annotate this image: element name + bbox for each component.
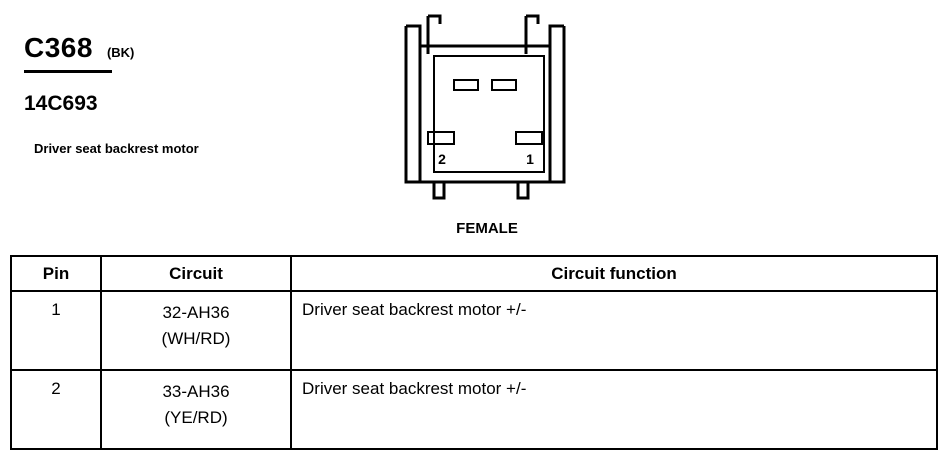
function-cell: Driver seat backrest motor +/- [290,290,938,371]
title-underline [24,70,112,73]
header-circuit-function: Circuit function [290,255,938,292]
circuit-number: 33-AH36 [162,382,230,401]
table-header-row: Pin Circuit Circuit function [10,255,938,292]
right-latch [548,24,566,184]
connector-body [433,55,545,173]
wire-color: (WH/RD) [161,329,231,348]
pinout-table: Pin Circuit Circuit function 1 32-AH36 (… [10,255,938,450]
top-cavity-left [453,79,479,91]
circuit-number: 32-AH36 [162,303,230,322]
cavity-label-1: 1 [526,151,534,167]
terminal-leg-left [432,182,446,200]
wire-color: (YE/RD) [164,408,228,427]
terminal-leg-right [516,182,530,200]
circuit-cell: 32-AH36 (WH/RD) [100,290,292,371]
left-latch [404,24,422,184]
table-row: 2 33-AH36 (YE/RD) Driver seat backrest m… [10,369,938,450]
connector-housing [418,44,552,184]
pin-cavity-2 [427,131,455,145]
connector-code: C368 [24,32,93,63]
connector-description: Driver seat backrest motor [34,141,199,156]
right-latch-hook [524,14,540,54]
pin-cavity-1 [515,131,543,145]
cavity-label-2: 2 [438,151,446,167]
function-cell: Driver seat backrest motor +/- [290,369,938,450]
left-latch-hook [426,14,442,54]
connector-face-diagram: 2 1 [404,14,566,200]
part-number: 14C693 [24,92,98,115]
header-pin: Pin [10,255,102,292]
header-circuit: Circuit [100,255,292,292]
circuit-cell: 33-AH36 (YE/RD) [100,369,292,450]
pin-cell: 1 [10,290,102,371]
table-row: 1 32-AH36 (WH/RD) Driver seat backrest m… [10,290,938,371]
connector-face-label: FEMALE [456,220,518,237]
connector-id: C368 (BK) [24,32,134,64]
top-cavity-right [491,79,517,91]
connector-color: (BK) [106,45,135,60]
pin-cell: 2 [10,369,102,450]
